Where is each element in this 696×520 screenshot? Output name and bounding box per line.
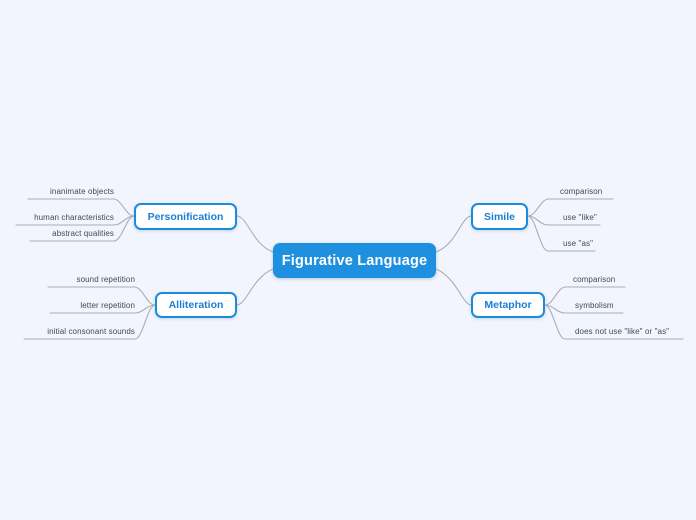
- leaf-node-label: letter repetition: [80, 301, 135, 310]
- branch-node-label: Personification: [147, 210, 224, 223]
- branch-node-simile[interactable]: Simile: [471, 203, 528, 230]
- connector-root-alliteration: [236, 268, 274, 306]
- leaf-node-label: inanimate objects: [50, 187, 114, 196]
- leaf-node-abstract-qualities[interactable]: abstract qualities: [16, 227, 114, 240]
- leaf-node-label: comparison: [560, 187, 603, 196]
- leaf-node-label: use "as": [563, 239, 594, 248]
- leaf-node-use-like[interactable]: use "like": [563, 211, 653, 224]
- leaf-node-comparison-metaphor[interactable]: comparison: [573, 273, 673, 286]
- root-node-label: Figurative Language: [281, 252, 428, 269]
- leaf-node-label: comparison: [573, 275, 616, 284]
- leaf-node-label: does not use "like" or "as": [575, 327, 670, 336]
- leaf-node-label: symbolism: [575, 301, 614, 310]
- branch-node-label: Simile: [484, 210, 515, 223]
- leaf-node-initial-consonant-sounds[interactable]: initial consonant sounds: [11, 325, 135, 338]
- leaf-node-symbolism[interactable]: symbolism: [575, 299, 671, 312]
- connector-root-metaphor: [435, 268, 472, 306]
- leaf-node-inanimate-objects[interactable]: inanimate objects: [14, 185, 114, 198]
- leaf-node-label: use "like": [563, 213, 597, 222]
- leaf-node-comparison-simile[interactable]: comparison: [560, 185, 660, 198]
- leaf-node-label: sound repetition: [76, 275, 135, 284]
- connector-root-personification: [236, 215, 274, 253]
- branch-node-metaphor[interactable]: Metaphor: [471, 292, 545, 318]
- leaf-node-sound-repetition[interactable]: sound repetition: [35, 273, 135, 286]
- branch-node-personification[interactable]: Personification: [134, 203, 237, 230]
- root-node[interactable]: Figurative Language: [273, 243, 436, 278]
- leaf-node-label: abstract qualities: [52, 229, 114, 238]
- connector-root-simile: [435, 215, 472, 253]
- leaf-node-human-characteristics[interactable]: human characteristics: [4, 211, 114, 224]
- leaf-node-label: initial consonant sounds: [47, 327, 135, 336]
- leaf-node-use-as[interactable]: use "as": [563, 237, 653, 250]
- branch-node-alliteration[interactable]: Alliteration: [155, 292, 237, 318]
- branch-node-label: Alliteration: [168, 299, 224, 311]
- branch-node-label: Metaphor: [484, 299, 532, 311]
- leaf-node-does-not-use-like-or-as[interactable]: does not use "like" or "as": [575, 325, 695, 338]
- leaf-node-letter-repetition[interactable]: letter repetition: [37, 299, 135, 312]
- leaf-node-label: human characteristics: [34, 213, 114, 222]
